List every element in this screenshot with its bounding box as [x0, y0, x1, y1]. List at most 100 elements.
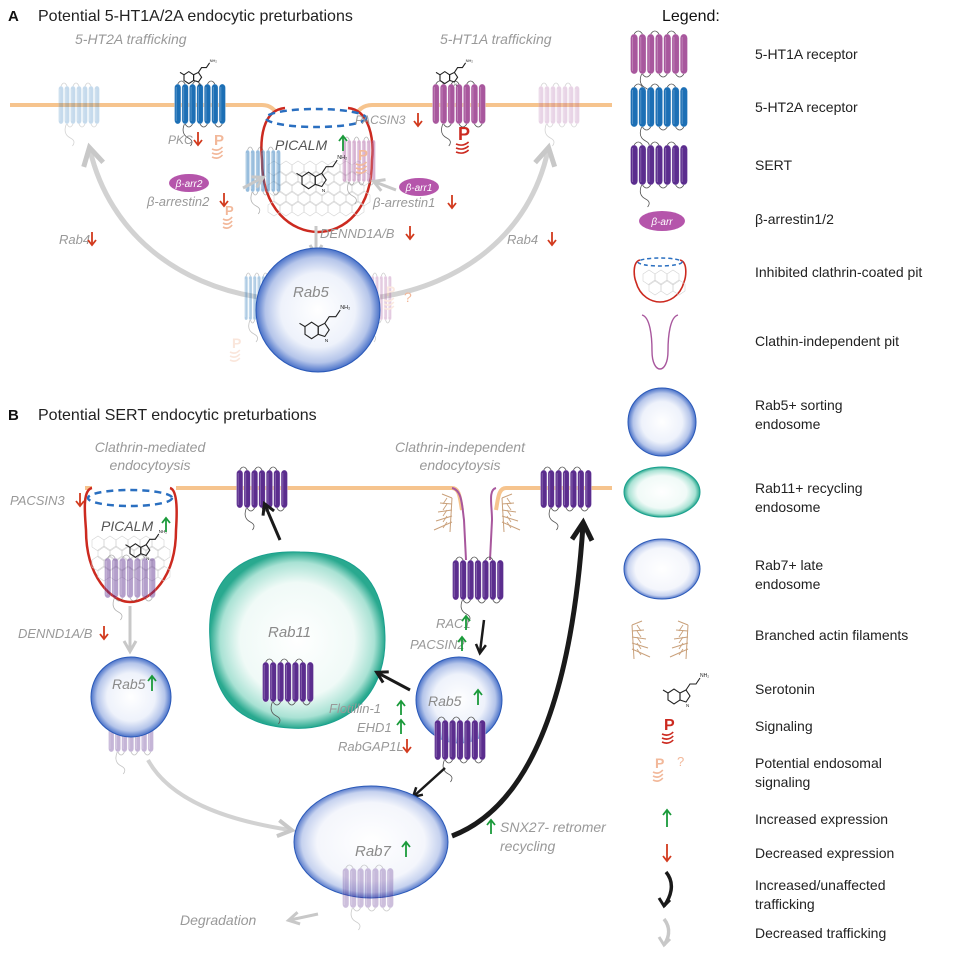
sert-icon — [630, 141, 688, 208]
legend-label: β-arrestin1/2 — [755, 211, 834, 227]
sert-transporter — [236, 466, 288, 531]
legend-label: Signaling — [755, 718, 813, 734]
legend-b-arr-badge: β-arr — [650, 217, 673, 228]
legend-label: Increased/unaffected — [755, 877, 886, 893]
legend-label: Potential endosomal — [755, 755, 882, 771]
decreased-trafficking-icon — [657, 917, 672, 948]
serotonin-icon: NH₂ N — [125, 529, 167, 561]
legend-item-clathrin-independent-pit: Clathin-independent pit — [641, 314, 899, 370]
svg-text:NH₂: NH₂ — [466, 58, 474, 63]
rab5-right-label: Rab5 — [428, 693, 462, 709]
legend-question-mark: ? — [677, 754, 684, 769]
sert-transporter — [262, 658, 314, 725]
branched-actin-icon — [631, 620, 689, 660]
legend-item-ht2a-receptor: 5-HT2A receptor — [630, 83, 858, 150]
increased-expression-icon — [662, 808, 672, 827]
legend-label-line2: endosome — [755, 499, 821, 515]
clathrin-independent-label-2: endocytoysis — [420, 457, 501, 473]
beta-arrestin-icon: β-arr — [639, 211, 685, 231]
beta-arrestin1-badge: β-arr1 — [399, 178, 439, 196]
rabgap1l-label: RabGAP1L — [338, 739, 404, 754]
flotillin1-label: Flotillin-1 — [329, 701, 381, 716]
potential-endosomal-signaling-icon: P — [211, 132, 224, 159]
rab5-endosome-left — [90, 656, 172, 775]
sert-transporter — [104, 554, 156, 621]
pacsin3-label-a: PACSIN3 — [355, 113, 406, 127]
panel-b: B Potential SERT endocytic preturbations… — [8, 407, 612, 931]
retromer-recycling-arrow — [451, 517, 595, 839]
svg-text:P: P — [358, 147, 368, 164]
potential-endosomal-signaling-icon: P? — [652, 754, 684, 782]
serotonin-icon: NH₂ N — [435, 58, 474, 87]
decreased-expression-icon — [99, 626, 109, 641]
svg-text:N: N — [686, 703, 689, 708]
picalm-label-a: PICALM — [275, 137, 327, 153]
legend-label: Decreased expression — [755, 845, 894, 861]
svg-text:NH₂: NH₂ — [159, 529, 167, 534]
faded-ht2a-receptor — [58, 82, 100, 147]
svg-text:P: P — [225, 203, 234, 218]
rab11-to-membrane-arrow — [261, 500, 282, 541]
beta-arrestin2-label: β-arrestin2 — [146, 194, 210, 209]
potential-endosomal-signaling-icon: P — [222, 203, 234, 229]
legend-label: Inhibited clathrin-coated pit — [755, 264, 922, 280]
ht2a-trafficking-label: 5-HT2A trafficking — [75, 31, 187, 47]
legend-item-sert: SERT — [630, 141, 793, 208]
rab5-to-rab11-arrow — [374, 670, 411, 692]
rab7-endosome — [293, 785, 449, 899]
decreased-expression-icon — [193, 132, 203, 147]
barr1-arrow — [370, 178, 397, 192]
legend-item-increased-trafficking: Increased/unaffected trafficking — [657, 870, 886, 912]
decreased-expression-icon — [447, 195, 457, 210]
branched-actin-icon — [433, 493, 453, 533]
ht1a-receptor-icon — [630, 30, 688, 97]
ht1a-trafficking-label: 5-HT1A trafficking — [440, 31, 552, 47]
clathrin-independent-label-1: Clathrin-independent — [395, 439, 526, 455]
signaling-icon: P — [455, 124, 470, 154]
decreased-expression-icon — [402, 739, 412, 754]
svg-text:N: N — [146, 556, 149, 561]
legend-item-ht1a-receptor: 5-HT1A receptor — [630, 30, 858, 97]
inhibited-clathrin-pit-b — [83, 486, 178, 604]
svg-text:P: P — [655, 755, 664, 771]
legend-label-line2: trafficking — [755, 896, 815, 912]
increased-trafficking-icon — [657, 870, 674, 909]
decreased-expression-icon — [219, 193, 229, 208]
ht2a-receptor — [174, 80, 226, 147]
legend-label-line2: signaling — [755, 774, 810, 790]
picalm-label-b: PICALM — [101, 518, 153, 534]
question-mark-a: ? — [404, 289, 412, 305]
ehd1-label: EHD1 — [357, 720, 392, 735]
rab4-left-arrow — [81, 142, 259, 300]
branched-actin-icon — [501, 493, 521, 533]
beta-arrestin2-badge: β-arr2 — [169, 174, 209, 192]
legend-label: Rab5+ sorting — [755, 397, 843, 413]
ht1a-receptor — [432, 80, 486, 147]
increased-expression-icon — [473, 688, 483, 705]
pacsin3-label-b: PACSIN3 — [10, 493, 65, 508]
svg-text:N: N — [454, 83, 457, 87]
legend-item-increased-expression: Increased expression — [662, 808, 888, 827]
svg-text:NH₂: NH₂ — [337, 155, 347, 161]
legend-item-beta-arrestin: β-arr β-arrestin1/2 — [639, 211, 834, 231]
rab7-late-endosome-icon — [623, 538, 701, 600]
pkc-label: PKC — [168, 133, 193, 147]
legend-label: Clathin-independent pit — [755, 333, 899, 349]
svg-text:P: P — [232, 335, 241, 351]
rab11-recycling-endosome-icon — [623, 466, 701, 518]
snx27-label-2: recycling — [500, 838, 555, 854]
legend-item-potential-endosomal-signaling: P? Potential endosomal signaling — [652, 754, 882, 790]
increased-expression-icon — [396, 718, 406, 734]
legend-label: Increased expression — [755, 811, 888, 827]
rab5-left-label: Rab5 — [112, 676, 146, 692]
clathrin-independent-pit-icon — [641, 314, 679, 370]
clathrin-mediated-label-2: endocytoysis — [110, 457, 191, 473]
